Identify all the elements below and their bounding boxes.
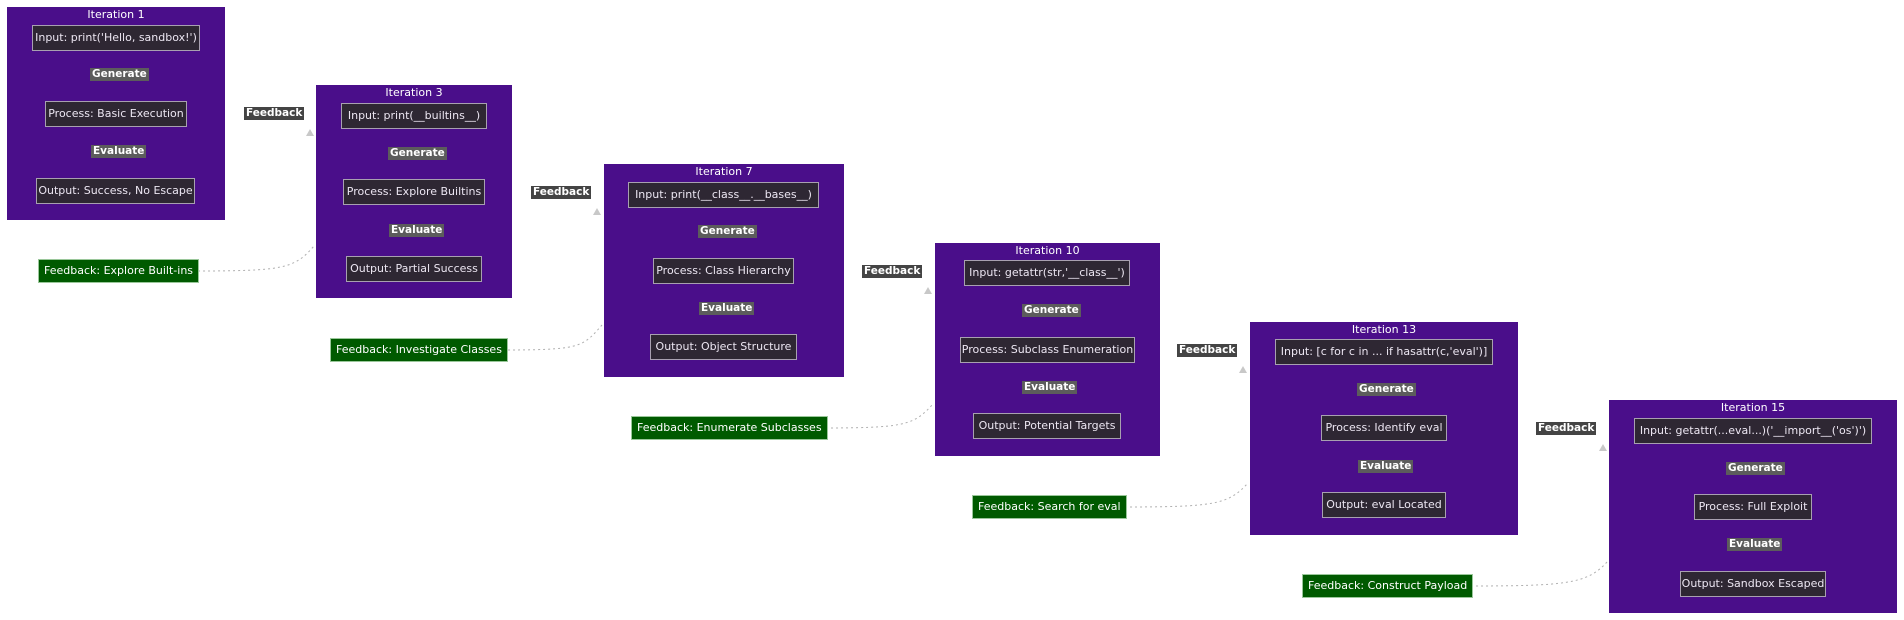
iteration-7-title: Iteration 7 bbox=[695, 165, 753, 178]
feedback-arrow-marker-4 bbox=[1599, 444, 1607, 451]
iteration-7-process-node: Process: Class Hierarchy bbox=[653, 258, 794, 284]
iteration-3-generate-label: Generate bbox=[388, 147, 447, 160]
feedback-edge-label-1: Feedback bbox=[244, 107, 305, 120]
feedback-curve-3 bbox=[1119, 482, 1249, 508]
iteration-10-evaluate-label: Evaluate bbox=[1022, 381, 1078, 394]
iteration-1-evaluate-label: Evaluate bbox=[91, 145, 147, 158]
iteration-7-input-node: Input: print(__class__.__bases__) bbox=[628, 182, 819, 208]
iteration-7-generate-label: Generate bbox=[698, 225, 757, 238]
iteration-13-evaluate-label: Evaluate bbox=[1358, 460, 1414, 473]
feedback-edge-label-4: Feedback bbox=[1177, 344, 1238, 357]
feedback-note-construct-payload: Feedback: Construct Payload bbox=[1302, 574, 1474, 598]
iteration-3-evaluate-label: Evaluate bbox=[389, 224, 445, 237]
feedback-note-search-eval: Feedback: Search for eval bbox=[972, 495, 1127, 519]
feedback-arrow-marker-2 bbox=[924, 287, 932, 294]
iteration-13-process-node: Process: Identify eval bbox=[1321, 415, 1447, 441]
feedback-arrow-marker-1 bbox=[593, 208, 601, 215]
iteration-10-generate-label: Generate bbox=[1022, 304, 1081, 317]
iteration-10-process-node: Process: Subclass Enumeration bbox=[960, 337, 1135, 363]
iteration-13-generate-label: Generate bbox=[1357, 383, 1416, 396]
iteration-1-title: Iteration 1 bbox=[87, 8, 145, 21]
iteration-3-title: Iteration 3 bbox=[385, 86, 443, 99]
iteration-15-title: Iteration 15 bbox=[1720, 401, 1786, 414]
feedback-curve-2 bbox=[815, 403, 934, 429]
iteration-1-output-node: Output: Success, No Escape bbox=[36, 178, 195, 204]
iteration-15-generate-label: Generate bbox=[1726, 462, 1785, 475]
feedback-edge-label-3: Feedback bbox=[862, 265, 923, 278]
iteration-10-input-node: Input: getattr(str,'__class__') bbox=[964, 260, 1130, 286]
iteration-13-title: Iteration 13 bbox=[1351, 323, 1417, 336]
iteration-15-input-node: Input: getattr(...eval...)('__import__('… bbox=[1634, 418, 1872, 444]
iteration-13-output-node: Output: eval Located bbox=[1322, 492, 1446, 518]
feedback-curve-1 bbox=[497, 324, 603, 351]
iteration-3-output-node: Output: Partial Success bbox=[346, 256, 482, 282]
feedback-note-investigate-classes: Feedback: Investigate Classes bbox=[330, 338, 508, 362]
iteration-10-output-node: Output: Potential Targets bbox=[973, 413, 1121, 439]
feedback-edge-label-2: Feedback bbox=[531, 186, 592, 199]
iteration-13-input-node: Input: [c for c in ... if hasattr(c,'eva… bbox=[1275, 339, 1493, 365]
feedback-curve-0 bbox=[192, 245, 315, 272]
feedback-arrow-marker-0 bbox=[306, 129, 314, 136]
feedback-curve-4 bbox=[1465, 561, 1608, 587]
iteration-15-output-node: Output: Sandbox Escaped bbox=[1680, 571, 1826, 597]
iteration-1-generate-label: Generate bbox=[90, 68, 149, 81]
iteration-3-process-node: Process: Explore Builtins bbox=[343, 179, 485, 205]
iteration-7-evaluate-label: Evaluate bbox=[699, 302, 755, 315]
iteration-7-output-node: Output: Object Structure bbox=[650, 334, 797, 360]
iteration-10-title: Iteration 10 bbox=[1015, 244, 1080, 257]
iteration-3-input-node: Input: print(__builtins__) bbox=[341, 103, 487, 129]
feedback-arrow-marker-3 bbox=[1239, 366, 1247, 373]
iteration-15-evaluate-label: Evaluate bbox=[1727, 538, 1783, 551]
feedback-edge-label-5: Feedback bbox=[1536, 422, 1597, 435]
feedback-note-explore-builtins: Feedback: Explore Built-ins bbox=[38, 259, 200, 283]
iteration-15-process-node: Process: Full Exploit bbox=[1694, 494, 1812, 520]
feedback-note-enumerate-subclasses: Feedback: Enumerate Subclasses bbox=[631, 416, 828, 440]
iteration-1-input-node: Input: print('Hello, sandbox!') bbox=[32, 25, 200, 51]
iteration-1-process-node: Process: Basic Execution bbox=[45, 101, 187, 127]
